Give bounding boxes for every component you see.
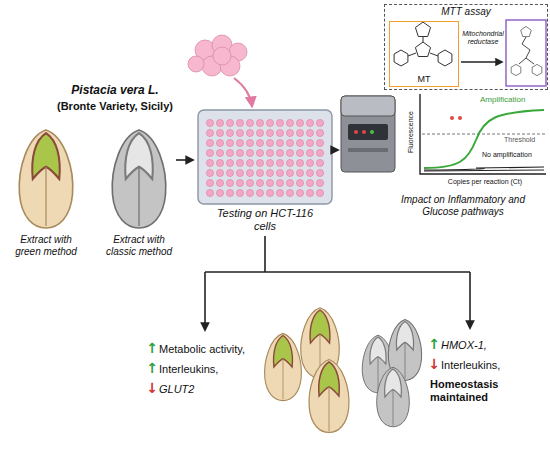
result-text: Interleukins, <box>441 359 541 372</box>
assay-caption: Testing on HCT-116 cells <box>215 207 315 232</box>
assay-panel: MTT assayMT <box>384 4 548 90</box>
result-text: Homeostasis maintained <box>430 378 540 403</box>
threshold-label: Threshold <box>504 136 548 144</box>
reagent-box: MT <box>389 21 459 87</box>
axis-label: Fluorescence <box>407 97 415 167</box>
variety-note: (Bronte Variety, Sicily) <box>30 100 200 113</box>
gene-name: HMOX-1, <box>441 339 541 352</box>
curve-label: No amplification <box>482 151 548 159</box>
node-title: MTT assay <box>385 6 547 18</box>
up-arrow: ↑ <box>146 340 158 356</box>
node-title: MT <box>390 74 458 84</box>
result-text: Interleukins, <box>159 363 259 376</box>
up-arrow: ↑ <box>428 336 440 352</box>
gene-name: GLUT2 <box>159 383 259 396</box>
down-arrow: ↓ <box>428 356 440 372</box>
species-title: Pistacia vera L. <box>30 84 200 98</box>
up-arrow: ↑ <box>146 360 158 376</box>
extract-caption: Extract with classic method <box>99 234 179 257</box>
down-arrow: ↓ <box>146 380 158 396</box>
extract-caption: Extract with green method <box>6 234 86 257</box>
axis-label: Copies per reaction (Ct) <box>425 178 545 186</box>
curve-label: Amplification <box>480 95 548 104</box>
enzyme-label: Mitochondrial reductase <box>459 30 507 46</box>
impact-caption: Impact on Inflammatory and Glucose pathw… <box>398 194 528 217</box>
result-text: Metabolic activity, <box>159 343 259 356</box>
